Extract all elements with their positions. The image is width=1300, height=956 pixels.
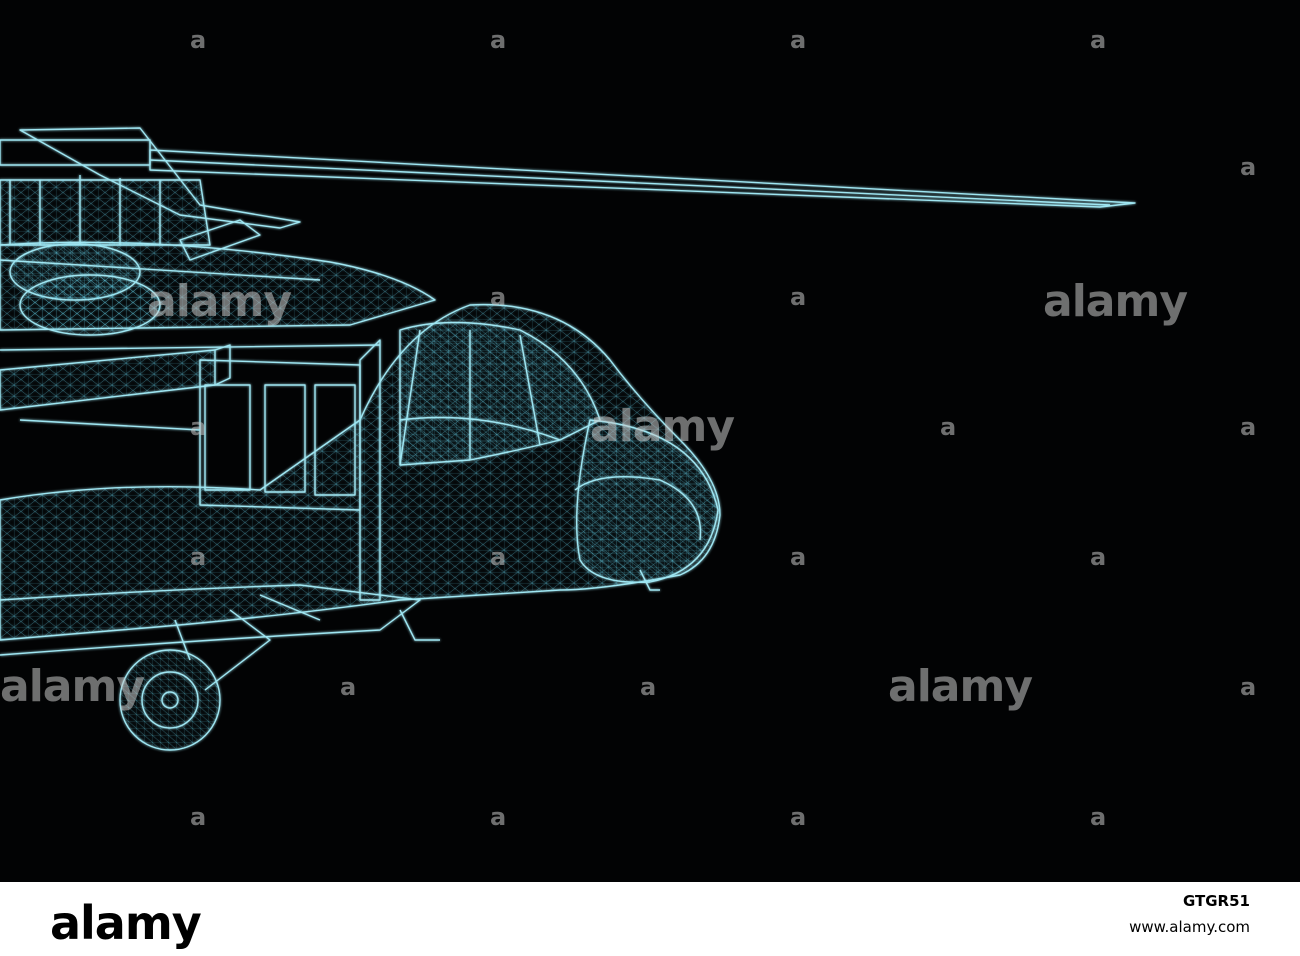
watermark-mark: a <box>190 543 207 571</box>
helicopter-wireframe <box>0 127 1136 751</box>
watermark-mark: a <box>940 413 957 441</box>
nose-sensor <box>574 476 702 541</box>
watermark-word: alamy <box>147 276 292 327</box>
cockpit-canopy <box>399 321 601 466</box>
engine-intake-lower <box>19 274 161 336</box>
footer-bar: alamy GTGR51 www.alamy.com <box>0 882 1300 956</box>
watermark-mark: a <box>490 283 507 311</box>
watermark-word: alamy <box>0 661 145 712</box>
nose-probe <box>639 569 660 591</box>
rotor-blade-spar <box>149 159 1111 206</box>
stub-wing <box>0 349 216 411</box>
watermark-mark: a <box>490 26 507 54</box>
canopy-sill <box>399 416 561 441</box>
watermark-mark: a <box>790 803 807 831</box>
rotor-hub <box>0 179 211 246</box>
watermark-mark: a <box>1090 26 1107 54</box>
stub-wing-tip <box>214 344 231 386</box>
wheel-axle <box>161 691 179 709</box>
watermark-mark: a <box>190 413 207 441</box>
footer-logo: alamy <box>50 896 202 950</box>
step-strut <box>399 609 440 641</box>
rotor-blade-front <box>149 149 1136 208</box>
rotor-mast-struts <box>9 175 161 245</box>
watermark-mark: a <box>1240 413 1257 441</box>
image-canvas: alamy alamy alamy alamy alamy a a a a a a a a a a a a a a a… <box>0 26 1257 831</box>
rotor-blade-left <box>0 139 151 166</box>
canopy-frames <box>399 329 541 466</box>
watermark-mark: a <box>190 26 207 54</box>
watermark-word: alamy <box>1043 276 1188 327</box>
site-url: www.alamy.com <box>1129 918 1250 936</box>
wheel-hub <box>141 671 199 729</box>
watermark-mark: a <box>490 803 507 831</box>
door-pillar <box>359 339 381 601</box>
nose-cone <box>575 419 719 584</box>
cabin-windows <box>204 384 356 496</box>
watermark-mark: a <box>1240 673 1257 701</box>
watermark-word: alamy <box>590 401 735 452</box>
image-id: GTGR51 <box>1182 892 1250 910</box>
watermark-mark: a <box>790 26 807 54</box>
watermark-mark: a <box>190 803 207 831</box>
watermark-mark: a <box>640 673 657 701</box>
watermark-mark: a <box>1090 803 1107 831</box>
watermark-mark: a <box>1090 543 1107 571</box>
landing-gear-wheel <box>119 649 221 751</box>
watermark-mark: a <box>1240 153 1257 181</box>
belly-line <box>0 584 421 656</box>
watermark-word: alamy <box>888 661 1033 712</box>
watermark-mark: a <box>490 543 507 571</box>
footer-image-info: GTGR51 www.alamy.com <box>1129 892 1250 936</box>
watermark-mark: a <box>790 543 807 571</box>
watermark-mark: a <box>340 673 357 701</box>
fuselage-stringers <box>0 259 381 431</box>
watermark-mark: a <box>790 283 807 311</box>
